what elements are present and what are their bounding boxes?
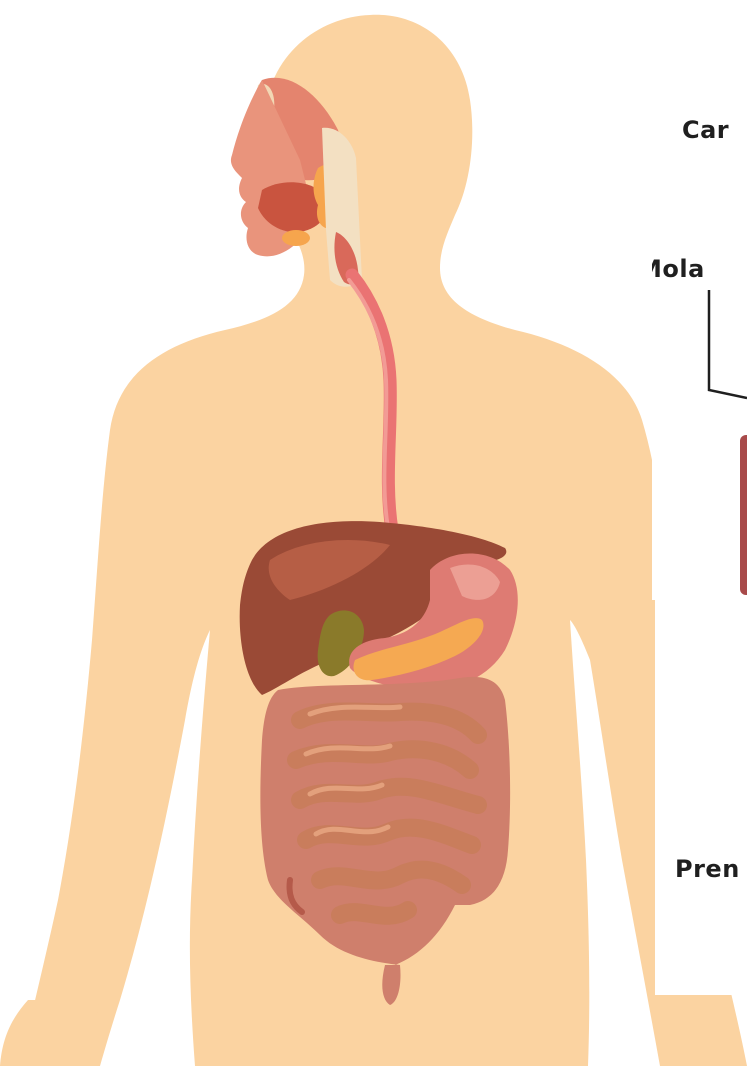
tooth-chart-inset-lower: Pren (655, 600, 747, 995)
label-canine: Car (682, 116, 729, 144)
tooth-chart-inset: Car Mola (652, 80, 747, 600)
salivary-gland-lower (282, 230, 310, 246)
small-intestine-loop-5 (320, 870, 462, 885)
label-molar: Mola (652, 255, 705, 283)
tooth-edge (740, 435, 747, 595)
label-premolar: Pren (675, 855, 740, 883)
left-hand (0, 1000, 100, 1066)
molar-bracket (707, 290, 747, 400)
small-intestine-loop-6 (340, 910, 408, 916)
molar-bracket-line (709, 290, 747, 398)
